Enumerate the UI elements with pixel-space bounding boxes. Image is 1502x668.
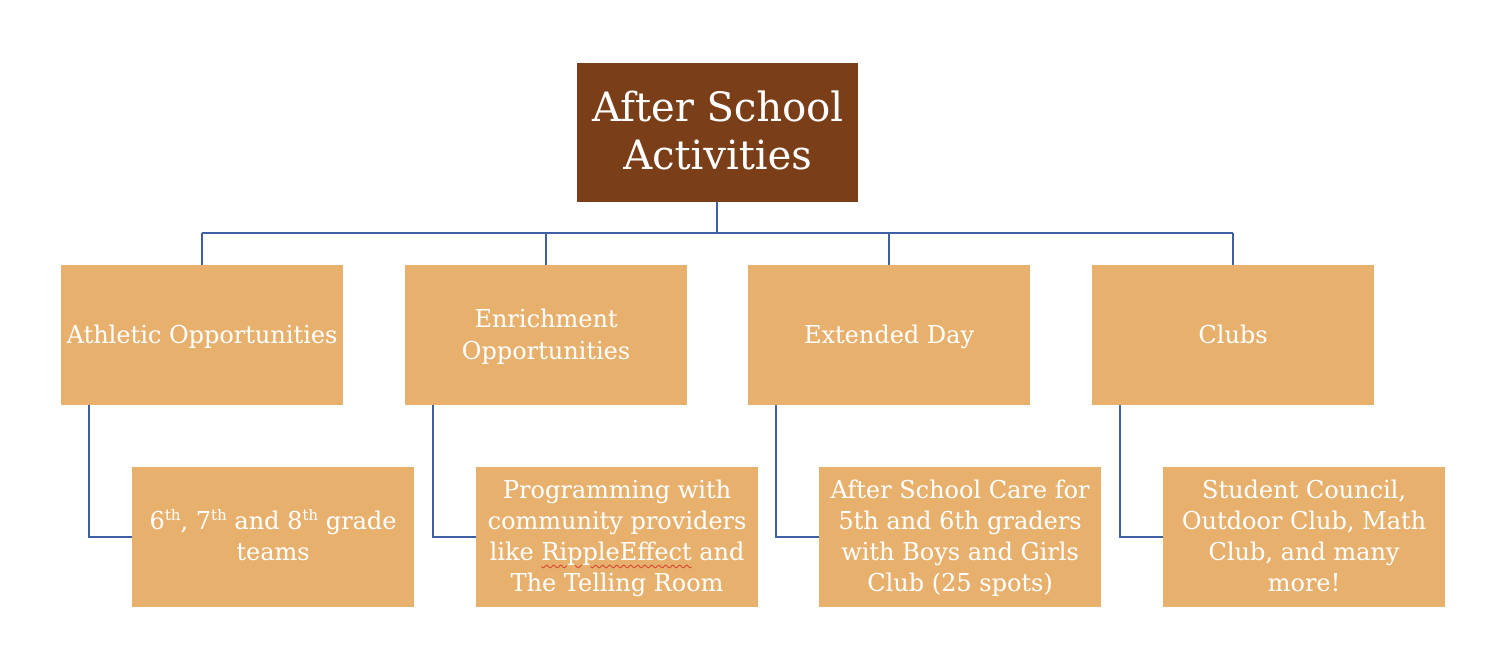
category-athletic: Athletic Opportunities [61, 265, 343, 405]
category-label: Athletic Opportunities [66, 320, 338, 349]
spellcheck-flagged-word: RippleEffect [541, 538, 692, 566]
detail-text: After School Care for 5th and 6th grader… [830, 475, 1090, 598]
category-extended-day: Extended Day [748, 265, 1030, 405]
detail-connector [432, 405, 476, 538]
root-label: After School Activities [591, 85, 844, 179]
category-label: Enrichment Opportunities [461, 304, 631, 365]
detail-text: Programming with community providers lik… [487, 475, 747, 598]
detail-enrichment: Programming with community providers lik… [476, 467, 758, 607]
detail-clubs: Student Council, Outdoor Club, Math Club… [1163, 467, 1445, 607]
category-clubs: Clubs [1092, 265, 1374, 405]
detail-text: 6th, 7th and 8th grade teams [149, 505, 397, 566]
category-enrichment: Enrichment Opportunities [405, 265, 687, 405]
detail-connector [88, 405, 132, 538]
detail-extended-day: After School Care for 5th and 6th grader… [819, 467, 1101, 607]
category-label: Extended Day [803, 320, 975, 349]
detail-connector [1119, 405, 1163, 538]
root-node: After School Activities [577, 63, 858, 202]
detail-athletic: 6th, 7th and 8th grade teams [132, 467, 414, 607]
detail-connector [775, 405, 819, 538]
detail-text: Student Council, Outdoor Club, Math Club… [1181, 475, 1427, 598]
category-label: Clubs [1198, 320, 1268, 349]
